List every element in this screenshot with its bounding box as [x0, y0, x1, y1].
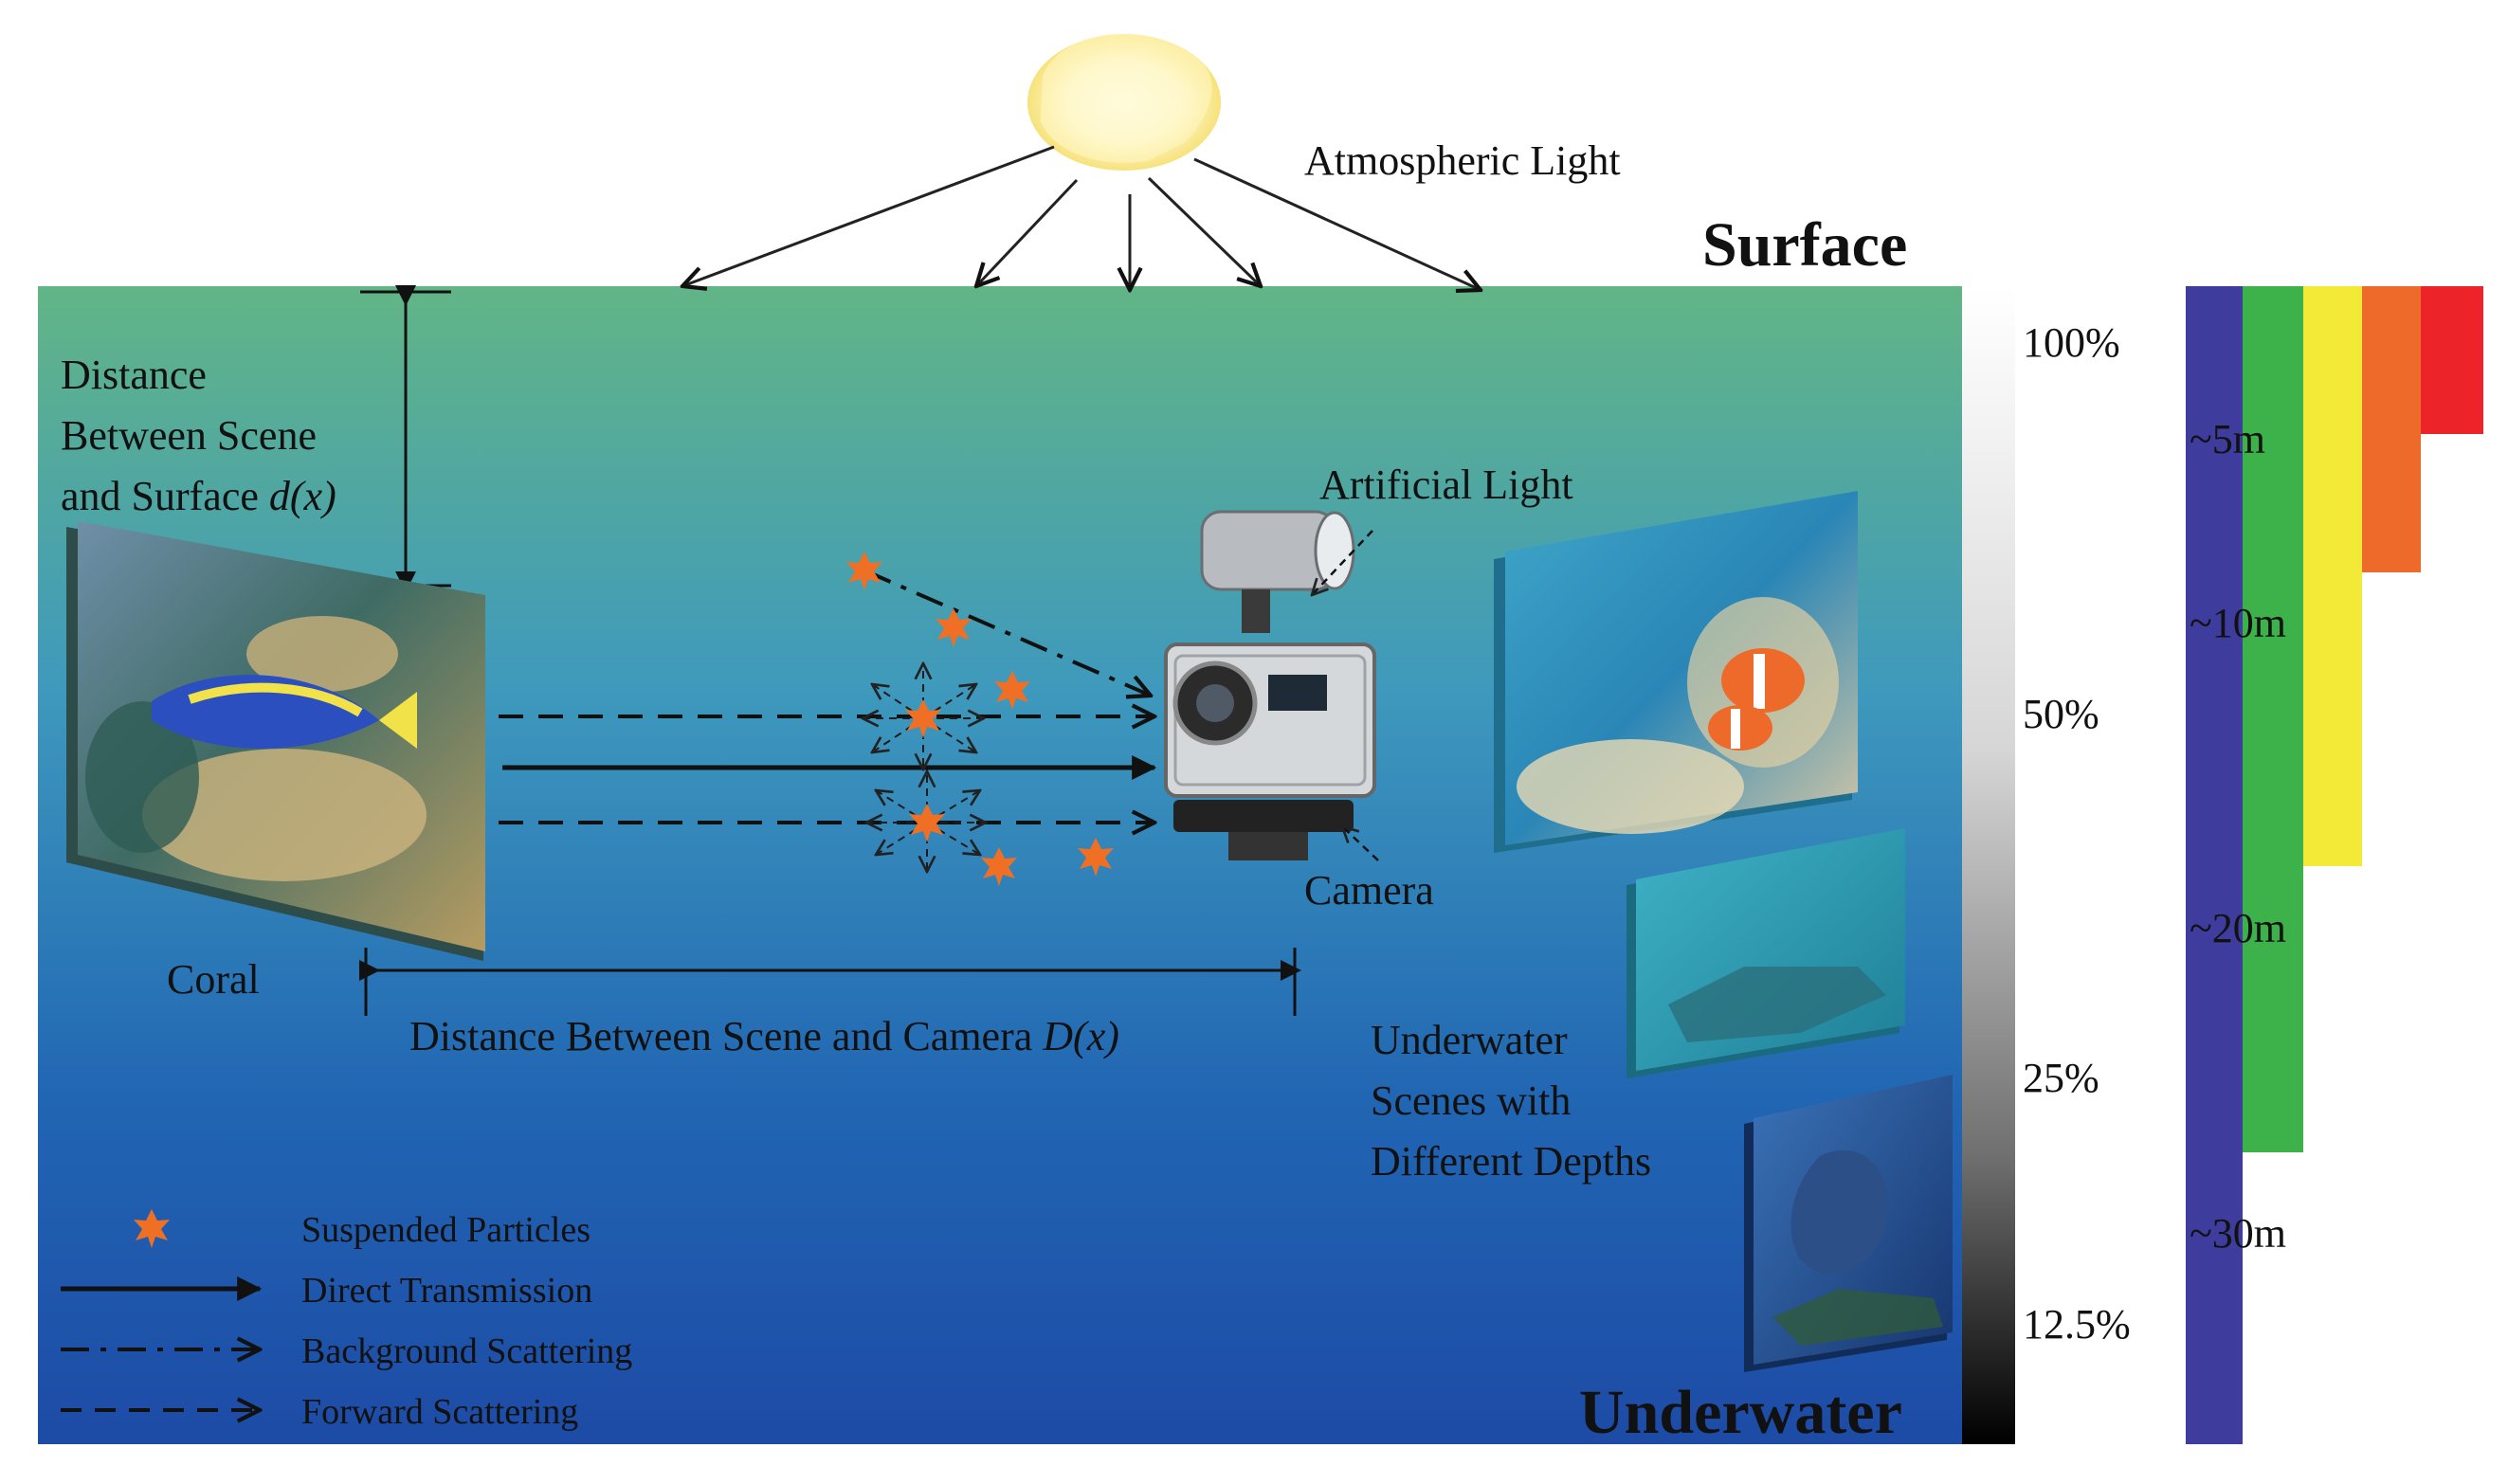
camera-distance-label: Distance Between Scene and Camera D(x)	[409, 1013, 1119, 1059]
artificial-light-label: Artificial Light	[1319, 461, 1573, 508]
depth-bar-green	[2243, 286, 2303, 1152]
intensity-label: 50%	[2023, 691, 2099, 737]
scattering-burst-lower	[866, 771, 986, 872]
camera-pointer	[1342, 826, 1379, 861]
intensity-label: 25%	[2023, 1055, 2099, 1101]
background-scattering-path	[863, 569, 1151, 696]
depth-bar-violet	[2186, 286, 2243, 1444]
clownfish-scene-image	[1494, 491, 1858, 853]
particle	[994, 671, 1030, 710]
surface-title: Surface	[1702, 210, 1907, 280]
underwater-title: Underwater	[1579, 1378, 1902, 1447]
surface-distance-label-line2: Between Scene	[61, 412, 317, 459]
depth-label: ~10m	[2190, 600, 2286, 646]
legend-label: Direct Transmission	[301, 1271, 592, 1311]
camera-label: Camera	[1304, 867, 1434, 914]
surface-distance-label-line3: and Surface d(x)	[61, 473, 336, 519]
scenes-label-line3: Different Depths	[1371, 1138, 1651, 1185]
particle	[905, 699, 941, 738]
shipwreck-scene-image	[1627, 828, 1905, 1078]
depth-scale	[2186, 286, 2483, 1444]
depth-label: ~20m	[2190, 905, 2286, 951]
atmospheric-light-rays	[682, 145, 1481, 290]
camera-distance-marker	[359, 948, 1301, 1016]
camera-distance-symbol: D(x)	[1042, 1013, 1119, 1059]
particle	[1078, 838, 1114, 877]
depth-bar-yellow	[2303, 286, 2362, 866]
atmospheric-light-label: Atmospheric Light	[1304, 137, 1621, 184]
depth-bar-red	[2421, 286, 2483, 434]
scenes-label-line1: Underwater	[1371, 1017, 1568, 1063]
legend: Suspended Particles Direct Transmission …	[61, 1209, 632, 1432]
intensity-scale-bar	[1962, 286, 2015, 1444]
light-paths	[499, 569, 1154, 823]
artificial-light-icon	[1200, 510, 1355, 633]
depth-label: ~5m	[2190, 416, 2265, 462]
suspended-particles	[846, 552, 1114, 886]
legend-label: Background Scattering	[301, 1331, 632, 1371]
scenes-label-line2: Scenes with	[1371, 1077, 1571, 1124]
coral-scene-image	[66, 521, 485, 961]
surface-distance-label-line1: Distance	[61, 352, 207, 398]
intensity-label: 100%	[2023, 319, 2120, 366]
particle	[981, 847, 1017, 886]
depth-bar-orange	[2362, 286, 2421, 572]
artificial-light-pointer	[1312, 530, 1373, 595]
surface-distance-symbol: d(x)	[269, 473, 336, 519]
legend-label: Suspended Particles	[301, 1210, 591, 1250]
particle	[909, 804, 945, 842]
scattering-burst-upper	[863, 663, 984, 769]
particle	[936, 608, 972, 647]
intensity-label: 12.5%	[2023, 1301, 2131, 1348]
legend-particle-symbol	[134, 1209, 170, 1248]
deep-wreck-scene-image	[1744, 1075, 1953, 1372]
depth-label: ~30m	[2190, 1210, 2286, 1257]
coral-label: Coral	[167, 956, 260, 1003]
legend-label: Forward Scattering	[301, 1392, 578, 1432]
camera-icon	[1164, 642, 1376, 860]
sun-icon	[1027, 33, 1221, 171]
particle	[846, 552, 882, 590]
